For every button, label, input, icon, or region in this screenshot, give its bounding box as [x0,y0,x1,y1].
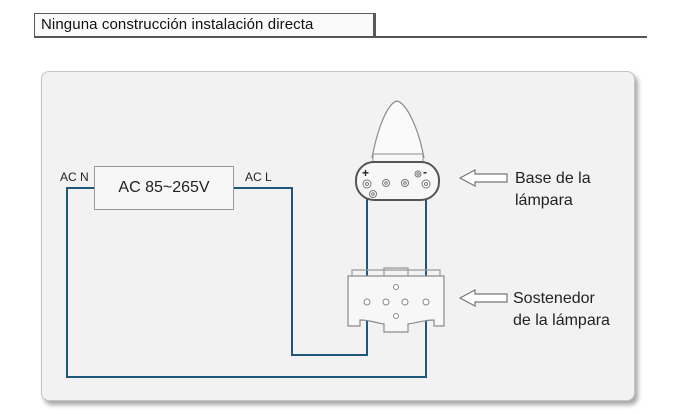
power-supply-box: AC 85~265V [94,166,234,210]
lamp-base-label-line2: lámpara [515,192,573,209]
base-pins [362,170,431,198]
section-title: Ninguna construcción instalación directa [34,13,376,36]
lamp-base-callout: Base de la lámpara [515,168,591,212]
lamp-dome [371,100,425,159]
lamp-holder-callout: Sostenedor de la lámpara [513,288,610,332]
ac-n-label: AC N [60,170,89,184]
ac-l-label: AC L [245,170,272,184]
lamp-holder-label-line1: Sostenedor [513,290,595,307]
holder-pins [363,284,430,319]
title-underline [34,36,647,38]
live-wire [234,187,368,356]
lamp-holder-label-line2: de la lámpara [513,312,610,329]
diagram-panel [41,71,635,401]
lamp-base-label-line1: Base de la [515,170,591,187]
minus-sign: - [423,165,427,179]
power-supply-label: AC 85~265V [118,179,210,196]
plus-sign: + [362,166,370,180]
holder-arrow-icon [458,289,508,307]
lamp-holder-frame [351,267,441,276]
lamp-holder-body [347,275,445,333]
base-arrow-icon [458,169,508,187]
